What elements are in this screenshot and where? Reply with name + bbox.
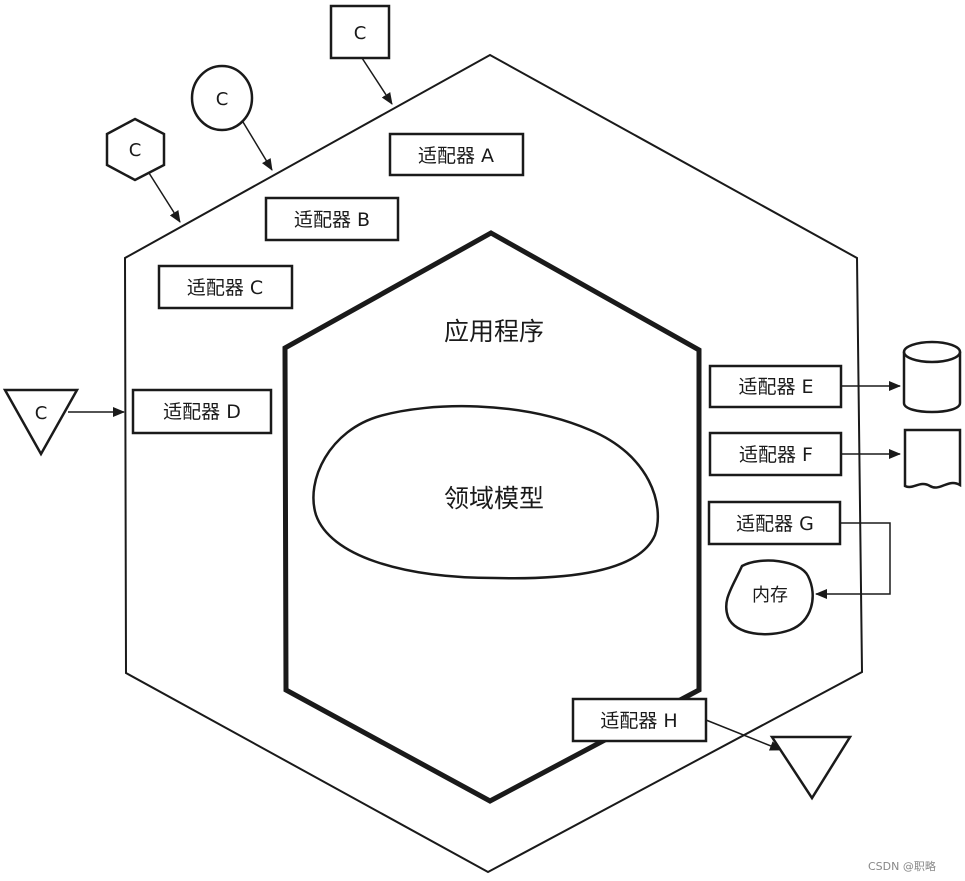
adapter-d: 适配器 D (131, 388, 273, 435)
outer-hexagon (123, 53, 864, 874)
adapter-h: 适配器 H (571, 697, 708, 743)
arrow-square-to-hexagon (361, 57, 393, 105)
memory-blob: 内存 (725, 559, 814, 636)
adapter-d-label: 适配器 D (163, 401, 241, 423)
domain-model-blob (312, 404, 660, 580)
adapter-g-label: 适配器 G (736, 513, 814, 535)
client-ellipse-label: C (216, 89, 229, 110)
adapter-b-label: 适配器 B (294, 209, 370, 231)
watermark: CSDN @职略 (868, 860, 936, 873)
adapter-b: 适配器 B (264, 196, 400, 242)
client-triangle-label: C (35, 403, 48, 424)
arrow-adapter-g-to-memory (815, 522, 891, 599)
adapter-c-label: 适配器 C (187, 277, 263, 299)
arrow-adapter-h-to-triangle (705, 719, 782, 751)
application-label: 应用程序 (444, 317, 544, 346)
adapter-f: 适配器 F (708, 431, 843, 477)
adapter-f-label: 适配器 F (739, 444, 813, 466)
adapter-g: 适配器 G (707, 500, 842, 546)
arrow-ellipse-to-hexagon (242, 121, 273, 171)
triangle-output-icon (769, 735, 853, 801)
client-hexagon: C (105, 117, 166, 182)
client-triangle: C (2, 388, 80, 457)
document-icon (903, 428, 962, 489)
adapter-c: 适配器 C (157, 264, 294, 310)
application-hexagon (282, 230, 702, 804)
client-square: C (329, 4, 391, 60)
adapter-h-label: 适配器 H (600, 710, 677, 732)
domain-model-label: 领域模型 (444, 484, 544, 513)
client-hexagon-label: C (129, 140, 142, 161)
memory-label: 内存 (752, 585, 788, 606)
adapter-e-label: 适配器 E (738, 376, 813, 398)
client-ellipse: C (190, 64, 254, 132)
client-square-label: C (354, 23, 367, 44)
database-icon (902, 340, 962, 414)
adapter-e: 适配器 E (708, 364, 843, 409)
arrow-hexagon-client-to-hexagon (148, 172, 181, 223)
adapter-a-label: 适配器 A (418, 145, 494, 167)
adapter-a: 适配器 A (388, 132, 525, 177)
